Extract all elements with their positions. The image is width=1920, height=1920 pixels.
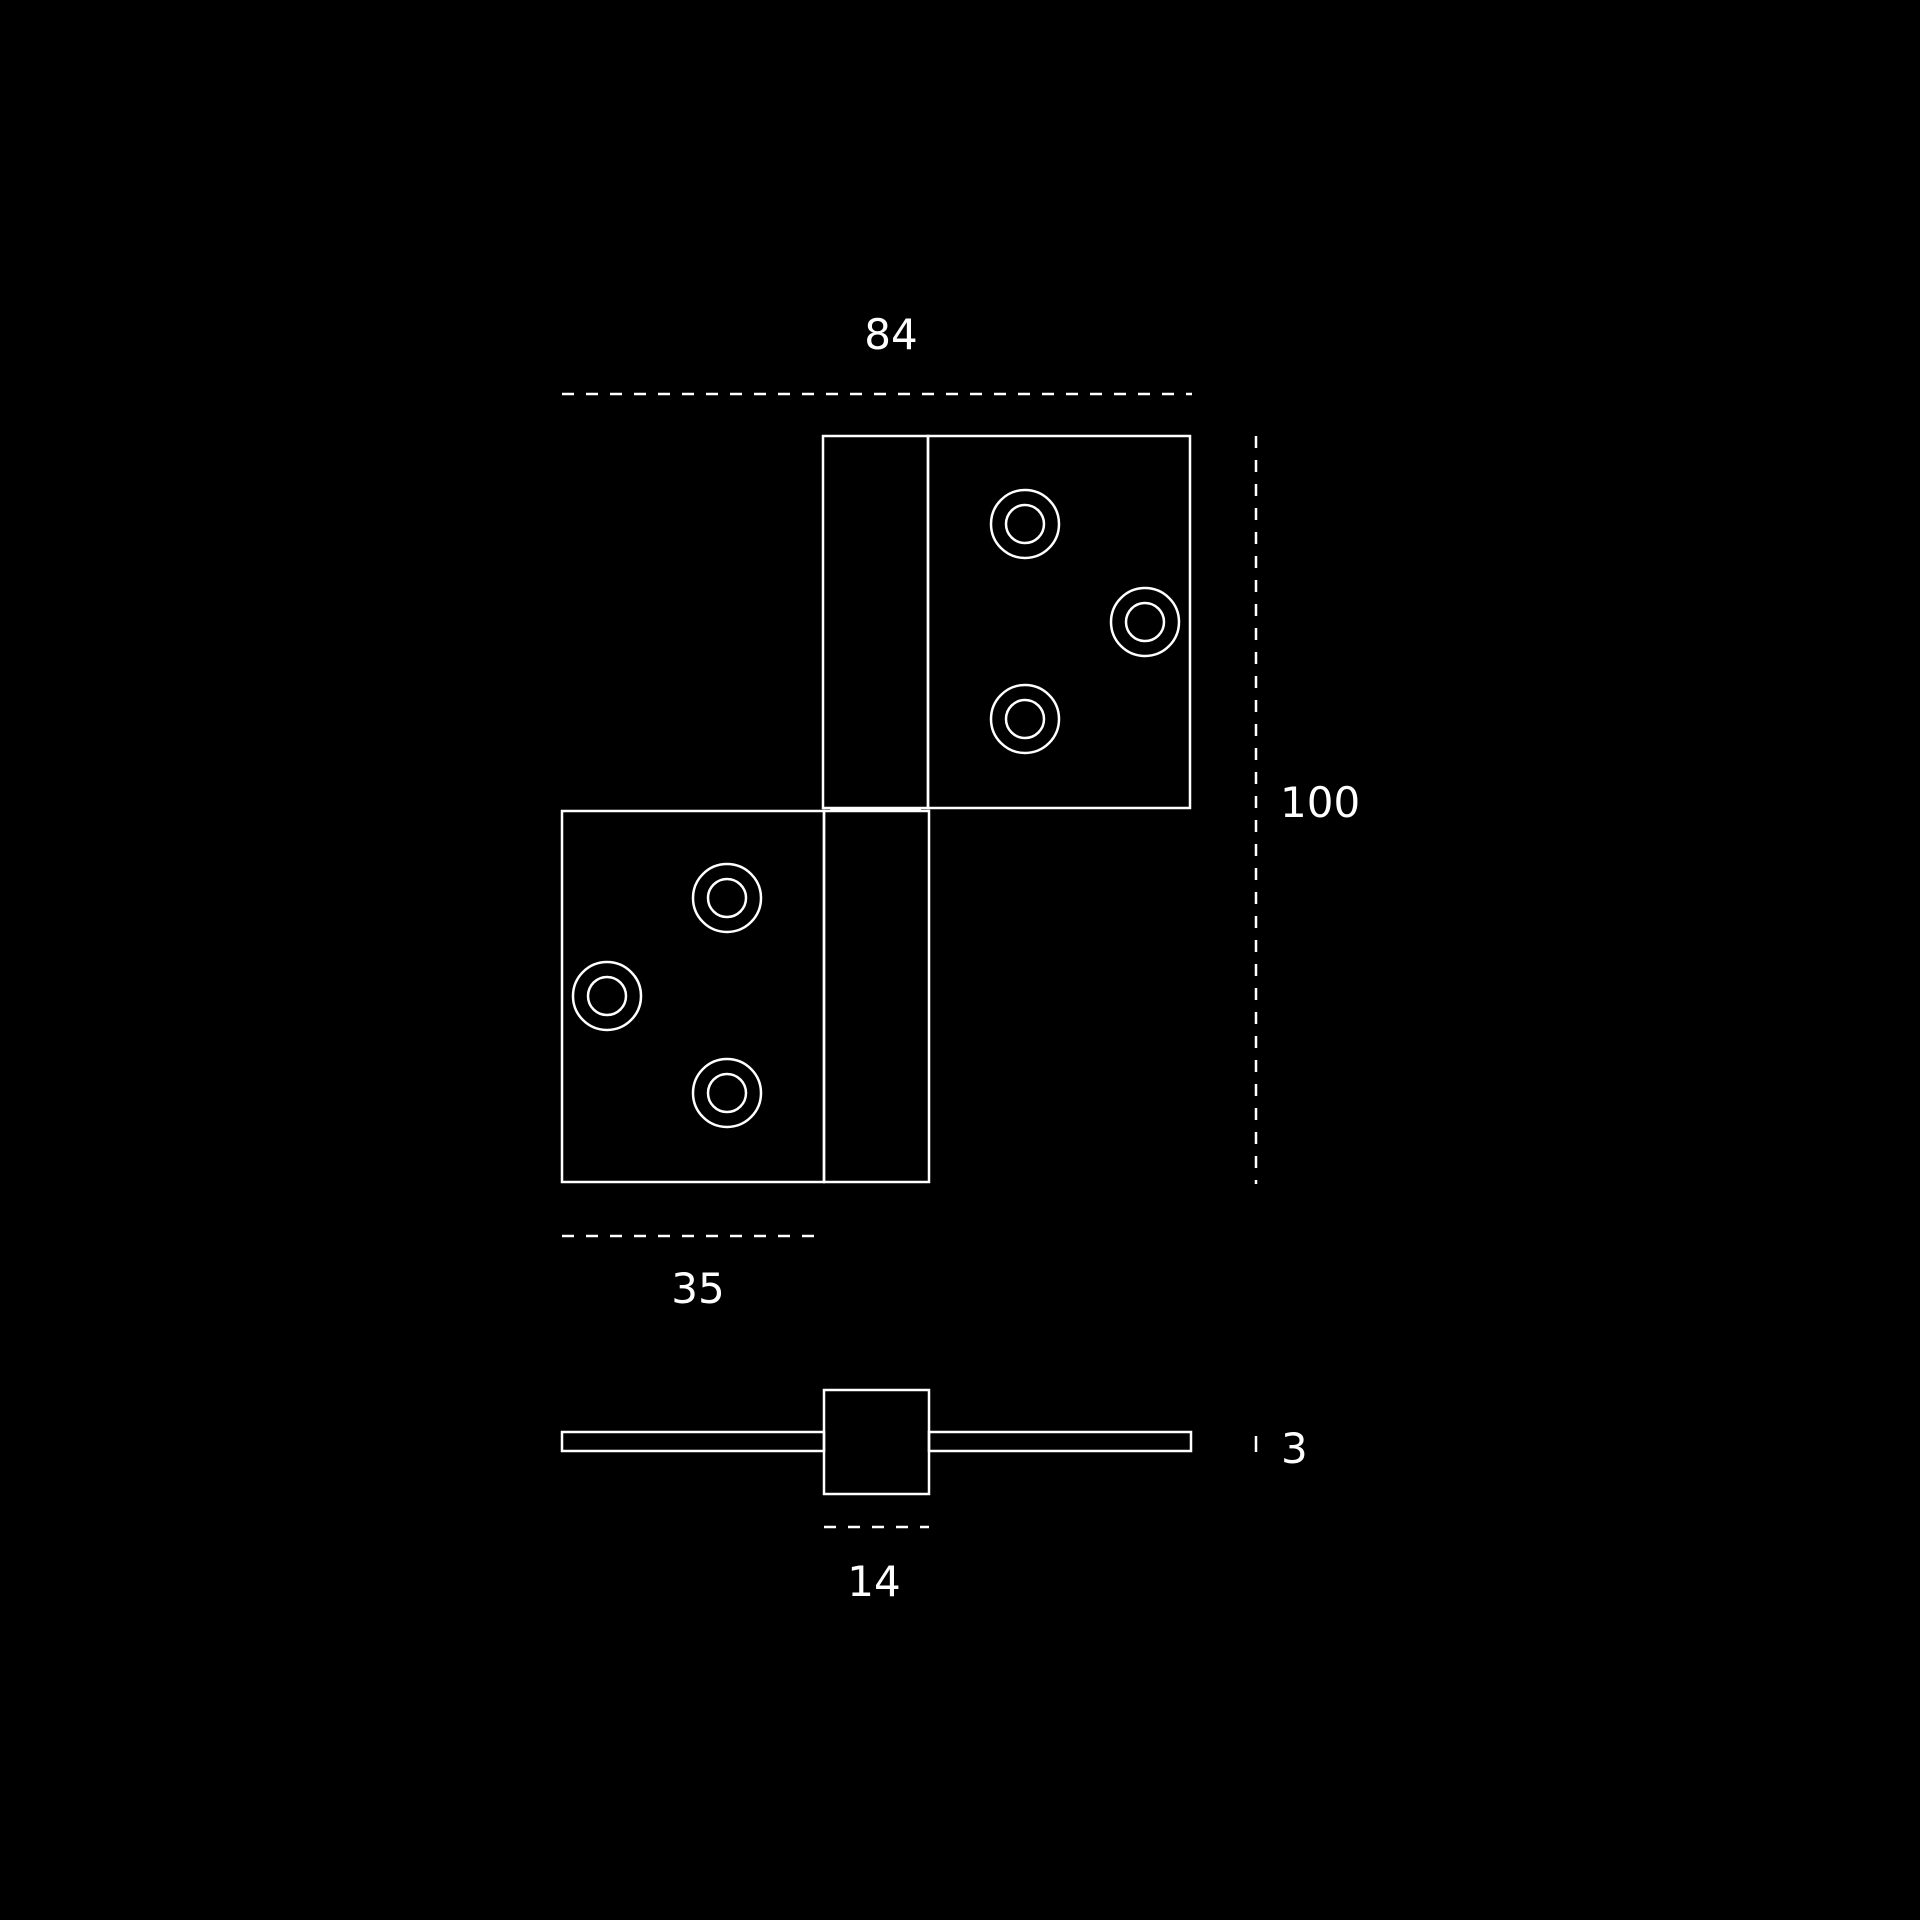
side-view xyxy=(560,1388,1193,1496)
leaf-width-label: 35 xyxy=(671,1264,724,1313)
upper-knuckle xyxy=(821,434,930,810)
side-view-right-leaf xyxy=(927,1430,1193,1453)
lower-leaf-screw-hole-1 xyxy=(691,862,763,934)
upper-leaf-screw-hole-2 xyxy=(1109,586,1181,658)
upper-leaf xyxy=(821,434,1192,810)
lower-leaf xyxy=(560,809,931,1184)
upper-leaf-screw-hole-1 xyxy=(989,488,1061,560)
lower-leaf-screw-hole-2 xyxy=(571,960,643,1032)
height-label: 100 xyxy=(1280,778,1360,827)
side-view-left-leaf xyxy=(560,1430,826,1453)
knuckle-width-label: 14 xyxy=(847,1557,900,1606)
upper-leaf-screw-hole-3 xyxy=(989,683,1061,755)
thickness-label: 3 xyxy=(1281,1424,1308,1473)
lower-knuckle xyxy=(822,809,931,1184)
lower-leaf-plate xyxy=(560,809,826,1184)
total-width-label: 84 xyxy=(864,310,917,359)
upper-leaf-plate xyxy=(926,434,1192,810)
side-view-knuckle xyxy=(822,1388,931,1496)
lower-leaf-screw-hole-3 xyxy=(691,1057,763,1129)
